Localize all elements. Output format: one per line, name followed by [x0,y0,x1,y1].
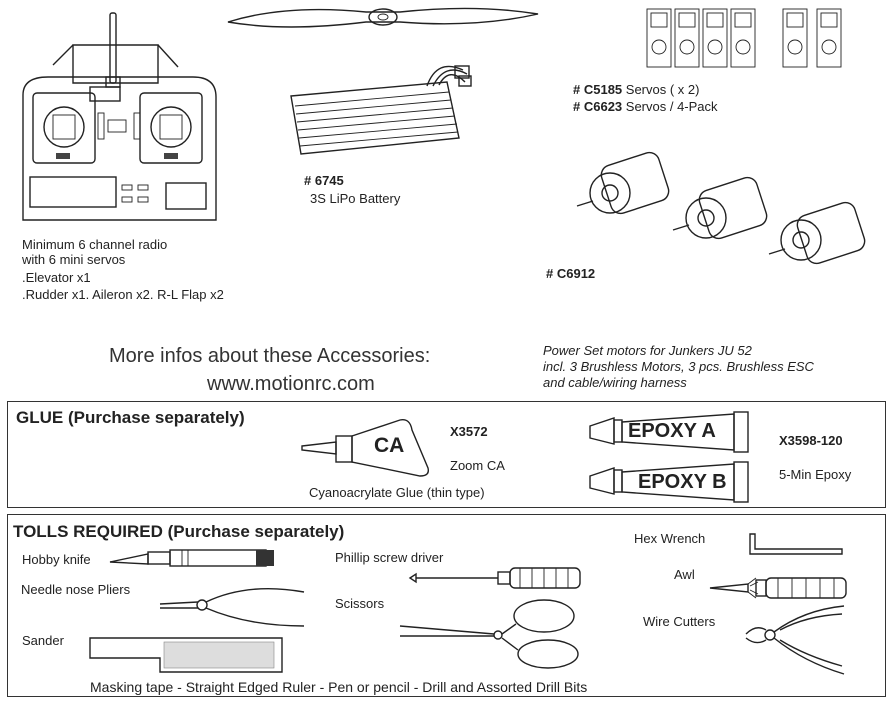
epoxy-name: 5-Min Epoxy [779,467,852,482]
servos-icon [646,8,842,68]
servo-code2: # C6623 [573,99,623,114]
motors-desc-line2: incl. 3 Brushless Motors, 3 pcs. Brushle… [543,359,814,374]
servo-code1: # C5185 [573,82,623,97]
sander-icon [89,637,283,673]
epoxy-a-label: EPOXY A [628,420,716,442]
battery-label: 3S LiPo Battery [310,191,401,206]
motors-icon [576,151,866,265]
tools-header: TOLLS REQUIRED (Purchase separately) [13,522,345,541]
hex-wrench-icon [749,533,843,555]
awl-icon [709,577,847,599]
ca-code: X3572 [450,424,488,439]
phillip-screwdriver-icon [408,567,581,589]
radio-desc-line2: with 6 mini servos [22,252,126,267]
wire-cutters-icon [745,605,845,675]
servo-label2: Servos / 4-Pack [622,99,718,114]
scissors-icon [399,599,579,669]
info-line1: More infos about these Accessories: [109,345,431,367]
epoxy-b-tube-icon [589,461,749,503]
wire-cutters-label: Wire Cutters [643,614,716,629]
hobby-knife-icon [109,549,274,567]
battery-code: # 6745 [304,173,344,188]
tools-footer: Masking tape - Straight Edged Ruler - Pe… [90,679,588,695]
motors-code: # C6912 [546,266,596,281]
hobby-knife-label: Hobby knife [22,552,91,567]
scissors-label: Scissors [335,596,385,611]
motors-desc-line3: and cable/wiring harness [543,375,687,390]
epoxy-b-label: EPOXY B [638,471,727,493]
motors-desc-line1: Power Set motors for Junkers JU 52 [543,343,752,358]
awl-label: Awl [674,567,695,582]
pliers-label: Needle nose Pliers [21,582,131,597]
screwdriver-label: Phillip screw driver [335,550,444,565]
radio-desc-line3: .Elevator x1 [22,270,91,285]
servo-line1: # C5185 Servos ( x 2) [573,82,699,97]
lipo-battery-icon [290,65,472,155]
hex-wrench-label: Hex Wrench [634,531,706,546]
tools-section [7,514,886,697]
info-url: www.motionrc.com [207,373,375,395]
glue-header: GLUE (Purchase separately) [16,408,245,427]
ca-name: Zoom CA [450,458,505,473]
needle-nose-pliers-icon [159,587,305,627]
epoxy-a-tube-icon [589,411,749,453]
ca-bottle-icon [301,419,430,477]
radio-transmitter-icon [22,12,217,221]
epoxy-code: X3598-120 [779,433,843,448]
ca-desc: Cyanoacrylate Glue (thin type) [309,485,485,500]
servo-label1: Servos ( x 2) [622,82,700,97]
servo-line2: # C6623 Servos / 4-Pack [573,99,718,114]
ca-label: CA [374,434,405,457]
propeller-icon [227,7,539,28]
radio-desc-line4: .Rudder x1. Aileron x2. R-L Flap x2 [22,287,224,302]
radio-desc-line1: Minimum 6 channel radio [22,237,168,252]
sander-label: Sander [22,633,64,648]
glue-section [7,401,886,508]
